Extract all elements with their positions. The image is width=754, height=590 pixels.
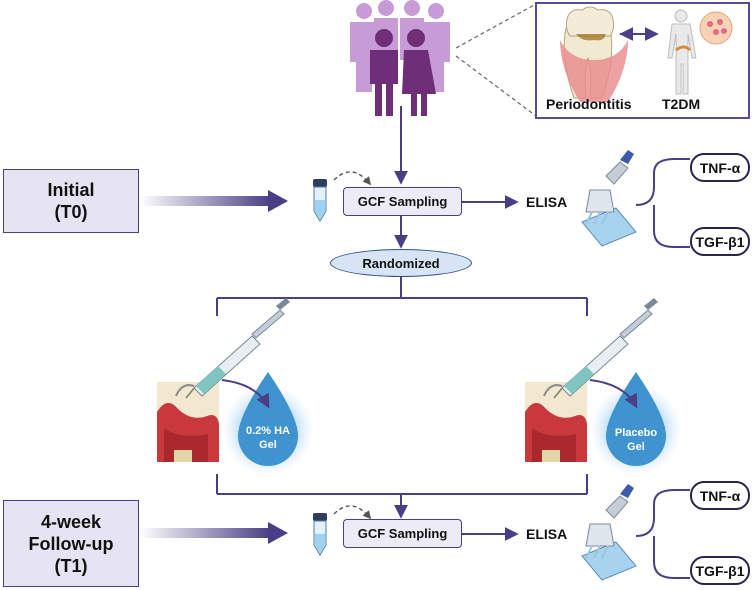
- phase-arrow-followup: [140, 522, 288, 544]
- patient-group-icon: [350, 0, 450, 116]
- marker-tgf-beta1-bottom: TGF-β1: [690, 556, 750, 585]
- reconvergence-bracket: [216, 474, 588, 519]
- syringe-icon: [553, 298, 658, 399]
- phase-followup-line1: 4-week: [40, 511, 102, 532]
- pipette-plate-icon: [581, 484, 637, 581]
- marker-tnf-alpha-bottom: TNF-α: [690, 481, 750, 510]
- phase-initial-line1: Initial: [47, 180, 95, 200]
- gum-cross-section-icon: [157, 382, 219, 462]
- condition-label-t2dm: T2DM: [662, 96, 701, 112]
- gcf-sampling-box-bottom: GCF Sampling: [343, 519, 462, 548]
- sample-tube-icon: [313, 513, 327, 556]
- gel-label-placebo: Placebo Gel: [606, 426, 666, 454]
- phase-box-followup: 4-week Follow-up (T1): [3, 500, 139, 587]
- pancreas-icon: [675, 11, 733, 52]
- gel-placebo-line2: Gel: [627, 441, 645, 453]
- elisa-label-top: ELISA: [526, 194, 568, 210]
- dashed-transfer-arrow: [333, 171, 372, 186]
- callout-lines: [455, 3, 537, 117]
- phase-arrow-initial: [140, 190, 288, 212]
- gel-treatment-line2: Gel: [259, 439, 277, 451]
- phase-box-initial: Initial (T0): [3, 169, 139, 233]
- injection-arrow: [221, 379, 270, 409]
- injection-arrow: [589, 379, 638, 409]
- gum-cross-section-icon: [525, 382, 587, 462]
- gel-drop-icon: [606, 372, 666, 466]
- dashed-transfer-arrow: [333, 505, 372, 520]
- randomized-node: Randomized: [330, 249, 472, 277]
- marker-tnf-alpha-top: TNF-α: [690, 153, 750, 182]
- phase-initial-line2: (T0): [54, 202, 88, 222]
- marker-bracket-top: [635, 158, 690, 248]
- sample-tube-icon: [313, 179, 327, 222]
- condition-label-periodontitis: Periodontitis: [546, 96, 632, 112]
- elisa-label-bottom: ELISA: [526, 526, 568, 542]
- gcf-sampling-box-top: GCF Sampling: [343, 187, 462, 216]
- marker-tgf-beta1-top: TGF-β1: [690, 227, 750, 256]
- marker-bracket-bottom: [635, 489, 690, 579]
- human-body-icon: [667, 9, 697, 95]
- gel-treatment-line1: 0.2% HA: [245, 425, 291, 437]
- tooth-icon: [560, 6, 628, 102]
- randomization-split: [216, 276, 588, 316]
- gel-drop-icon: [238, 372, 298, 466]
- phase-followup-line3: (T1): [54, 555, 88, 576]
- pipette-plate-icon: [581, 150, 637, 247]
- syringe-icon: [185, 298, 290, 399]
- gel-placebo-line1: Placebo: [614, 427, 658, 439]
- phase-followup-line2: Follow-up: [28, 533, 114, 554]
- gel-label-treatment: 0.2% HA Gel: [238, 424, 298, 452]
